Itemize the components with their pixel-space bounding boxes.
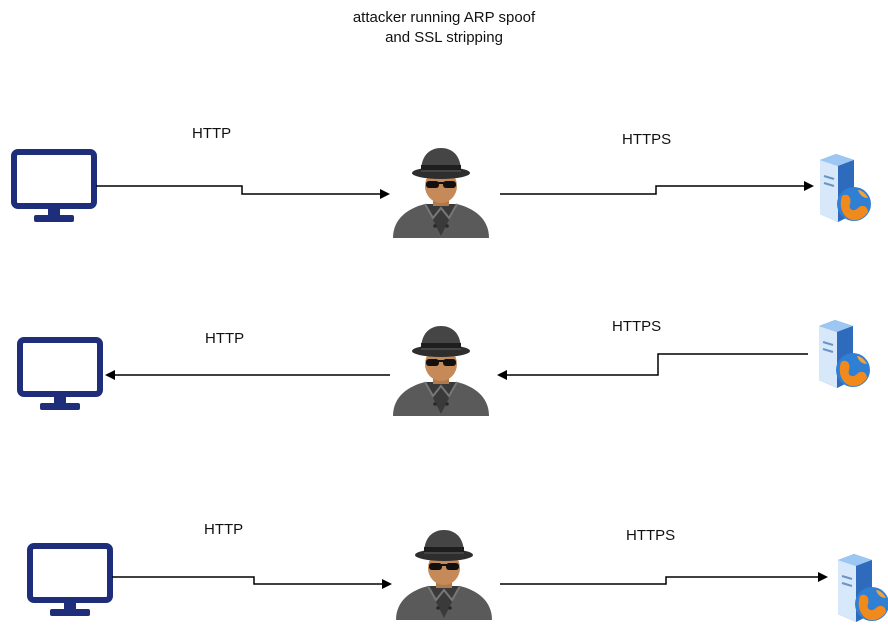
row1-web-server-icon (819, 153, 872, 223)
title-line-2: and SSL stripping (385, 29, 503, 46)
diagram-title: attacker running ARP spoof and SSL strip… (0, 8, 888, 48)
row3-attacker-icon (395, 529, 493, 621)
row2-attacker-icon (392, 325, 490, 417)
row1-http-connector (96, 185, 390, 199)
row2-https-label: HTTPS (612, 318, 662, 335)
row2-web-server-icon (818, 319, 871, 389)
row3-https-connector (500, 572, 828, 585)
row1-attacker-icon (392, 147, 490, 239)
row1-http-label: HTTP (192, 125, 232, 142)
row3-http-label: HTTP (204, 521, 244, 538)
row1-client-monitor-icon (14, 152, 94, 222)
row3-web-server-icon (837, 553, 888, 623)
row2-https-connector (497, 353, 808, 380)
row1-https-label: HTTPS (622, 131, 672, 148)
row3-https-label: HTTPS (626, 527, 676, 544)
row2-client-monitor-icon (20, 340, 100, 410)
row3-http-connector (112, 576, 392, 589)
row2-http-label: HTTP (205, 330, 245, 347)
row3-client-monitor-icon (30, 546, 110, 616)
row1-https-connector (500, 181, 814, 195)
title-line-1: attacker running ARP spoof (352, 9, 536, 26)
